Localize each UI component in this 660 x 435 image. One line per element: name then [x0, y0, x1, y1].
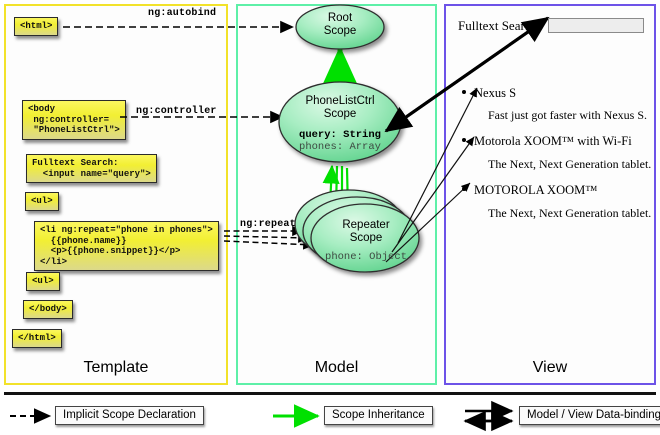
scope-phonelistctrl-prop-phones: phones: Array — [299, 141, 381, 153]
connector-ng-repeat — [223, 225, 315, 250]
code-box-html-close: </html> — [12, 329, 62, 348]
bullet-icon — [462, 90, 466, 94]
view-fulltext-search-input[interactable] — [548, 18, 644, 33]
column-label-view: View — [532, 359, 568, 376]
legend-divider — [4, 392, 656, 395]
code-box-search: Fulltext Search: <input name="query"> — [26, 154, 157, 183]
view-phone-name-2: Motorola XOOM™ with Wi-Fi — [474, 134, 632, 148]
bullet-icon — [462, 187, 466, 191]
scope-repeater-title-line-1: Repeater — [342, 219, 389, 231]
bullet-icon — [462, 138, 466, 142]
column-label-template: Template — [83, 359, 149, 376]
connector-label-ng-repeat: ng:repeat — [240, 219, 296, 230]
view-phone-item-1: Nexus S — [462, 84, 517, 102]
view-phone-snippet-3: The Next, Next Generation tablet. — [488, 206, 652, 220]
connector-label-ng-controller: ng:controller — [136, 106, 217, 117]
legend-label-implicit-scope-declaration: Implicit Scope Declaration — [55, 406, 204, 425]
view-phone-item-2: Motorola XOOM™ with Wi-Fi — [462, 132, 632, 150]
scope-root-scope-title-line-2: Scope — [324, 25, 357, 37]
databinding-repeater-to-phone-2 — [391, 136, 475, 253]
scope-phonelistctrl-prop-query: query: String — [299, 129, 381, 141]
legend-label-model-view-data-binding: Model / View Data-binding — [519, 406, 660, 425]
column-model: Model — [236, 4, 437, 385]
code-box-ul-open: <ul> — [25, 192, 59, 211]
code-box-body-close: </body> — [23, 300, 73, 319]
scope-root-scope-title-line-1: Root — [328, 12, 353, 24]
column-label-model: Model — [314, 359, 359, 376]
view-phone-snippet-1: Fast just got faster with Nexus S. — [488, 108, 647, 122]
databinding-repeater-to-phone-1 — [397, 87, 478, 244]
code-box-html-open: <html> — [14, 17, 59, 36]
view-fulltext-search-label: Fulltext Search: — [458, 18, 541, 33]
view-phone-item-3: MOTOROLA XOOM™ — [462, 181, 598, 199]
scope-repeater-title-line-2: Scope — [350, 232, 383, 244]
scope-repeater-scope — [294, 189, 420, 273]
scope-phonelistctrl-title-line-2: Scope — [324, 108, 357, 120]
view-phone-name-1: Nexus S — [474, 86, 517, 100]
view-phone-name-3: MOTOROLA XOOM™ — [474, 183, 598, 197]
code-box-body-open: <body ng:controller= "PhoneListCtrl"> — [22, 100, 126, 140]
databinding-repeater-to-phone-3 — [385, 182, 471, 263]
scope-root-scope — [295, 4, 385, 50]
view-phone-snippet-2: The Next, Next Generation tablet. — [488, 157, 652, 171]
connector-label-ng-autobind: ng:autobind — [148, 8, 217, 19]
scope-phonelistctrl-title-line-1: PhoneListCtrl — [305, 95, 374, 107]
view-panel: Fulltext Search: Nexus S Fast just got f… — [444, 4, 656, 385]
databinding-query-to-search-input — [384, 16, 550, 133]
scope-repeater-prop-phone: phone: Object — [325, 251, 407, 263]
code-box-ul-close: <ul> — [26, 272, 60, 291]
legend-label-scope-inheritance: Scope Inheritance — [324, 406, 433, 425]
code-box-li-repeat: <li ng:repeat="phone in phones"> {{phone… — [34, 221, 219, 271]
